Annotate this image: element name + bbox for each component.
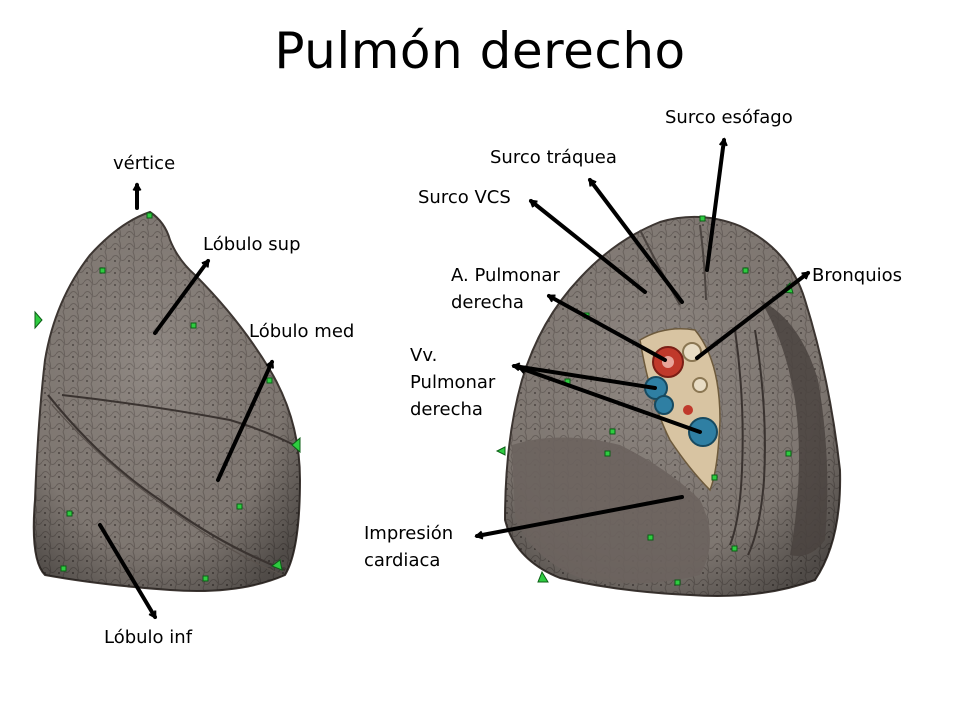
label-impresion-cardiaca-line-1: Impresión <box>364 523 454 544</box>
oblique-fissure <box>47 394 286 572</box>
label-vertice: vértice <box>113 153 176 174</box>
label-surco-traquea: Surco tráquea <box>490 147 617 168</box>
hilum <box>639 328 721 492</box>
arrow-bronquios <box>695 271 808 360</box>
label-lobulo-inf: Lóbulo inf <box>104 627 193 648</box>
arrow-surco-traquea <box>588 180 684 304</box>
pulmonary-vein-middle <box>654 395 674 415</box>
label-impresion-cardiaca-line-2: cardiaca <box>364 550 441 571</box>
pin-markers <box>34 212 794 586</box>
bronchus-small <box>692 377 708 393</box>
label-impresion-cardiaca: Impresión cardiaca <box>364 520 453 574</box>
arrow-lobulo-sup <box>153 261 210 335</box>
label-surco-esofago: Surco esófago <box>665 107 793 128</box>
arrow-surco-esofago <box>705 140 724 272</box>
arrow-vv-pulmonar-1 <box>514 366 657 390</box>
arrow-impresion-cardiaca <box>477 495 684 536</box>
label-venas-pulmonar-line-1: Vv. <box>410 345 438 366</box>
label-bronquios: Bronquios <box>812 265 902 286</box>
arrow-lobulo-med <box>216 362 274 482</box>
label-arteria-pulmonar-line-1: A. Pulmonar <box>451 265 560 286</box>
pulmonary-vein-lower <box>688 417 718 447</box>
label-lobulo-med: Lóbulo med <box>249 321 355 342</box>
arrow-lobulo-inf <box>98 523 157 617</box>
page-title: Pulmón derecho <box>274 22 686 80</box>
pointer-arrows <box>98 140 808 617</box>
arrow-arteria-pulmonar <box>549 294 667 362</box>
arrow-vv-pulmonar-2 <box>520 368 702 434</box>
label-lobulo-sup: Lóbulo sup <box>203 234 301 255</box>
label-surco-vcs: Surco VCS <box>418 187 511 208</box>
label-arteria-pulmonar: A. Pulmonar derecha <box>451 262 560 316</box>
label-venas-pulmonar-line-3: derecha <box>410 399 483 420</box>
left-lung-costal-view <box>32 210 302 592</box>
label-venas-pulmonar: Vv. Pulmonar derecha <box>410 342 495 423</box>
horizontal-fissure <box>61 394 301 449</box>
label-arteria-pulmonar-line-2: derecha <box>451 292 524 313</box>
arrow-surco-vcs <box>531 199 647 294</box>
label-venas-pulmonar-line-2: Pulmonar <box>410 372 496 393</box>
